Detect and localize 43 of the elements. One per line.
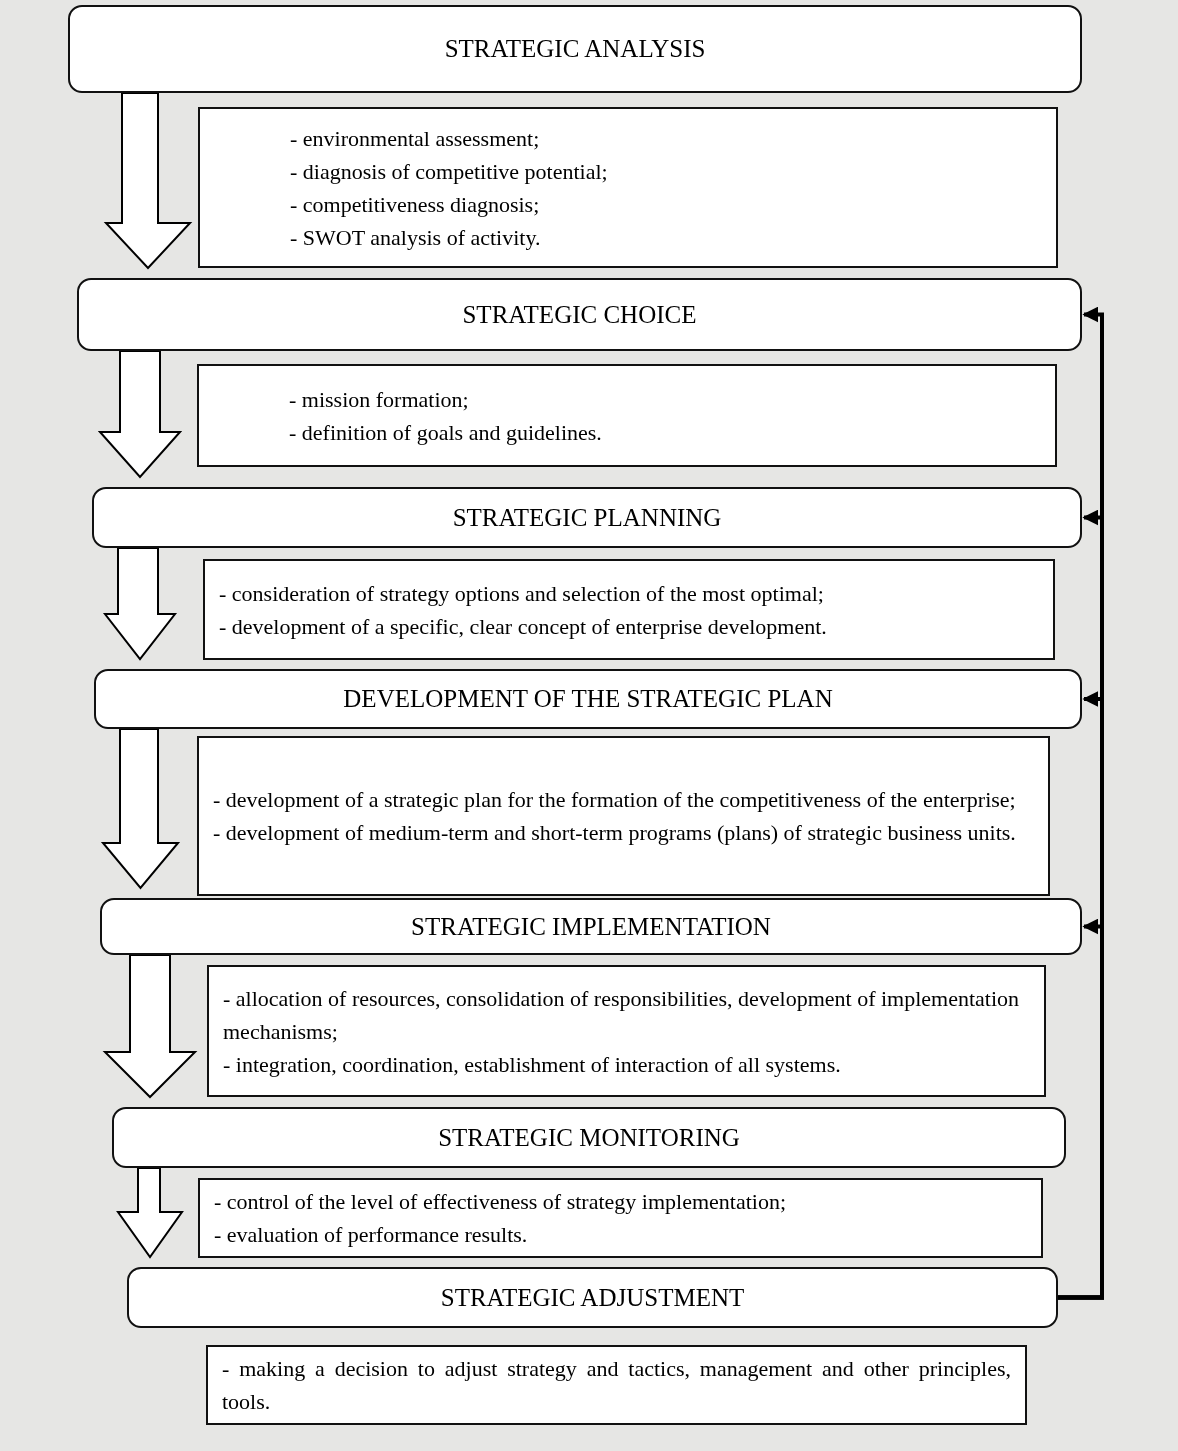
block-arrow bbox=[102, 954, 198, 1099]
list-item: - integration, coordination, establishment of interaction of all systems. bbox=[223, 1050, 842, 1079]
list-item: - consideration of strategy options and selection of the most optimal; bbox=[219, 579, 825, 608]
detail-box bbox=[206, 1345, 1027, 1425]
stage-box bbox=[68, 5, 1082, 93]
stage-title: STRATEGIC IMPLEMENTATION bbox=[411, 912, 771, 941]
stage-title: DEVELOPMENT OF THE STRATEGIC PLAN bbox=[343, 685, 833, 713]
block-arrow bbox=[116, 1167, 184, 1259]
stage-box bbox=[100, 898, 1082, 955]
block-arrow bbox=[97, 350, 183, 479]
stage-box bbox=[94, 669, 1082, 729]
list-item: - evaluation of performance results. bbox=[214, 1221, 529, 1249]
stage-box bbox=[112, 1107, 1066, 1168]
block-arrow bbox=[102, 547, 178, 661]
detail-box bbox=[198, 107, 1058, 268]
stage-box bbox=[127, 1267, 1058, 1328]
stage-box bbox=[92, 487, 1082, 548]
detail-box bbox=[207, 965, 1046, 1097]
list-item: - mission formation; bbox=[289, 385, 470, 414]
list-item: - development of a strategic plan for the formation of the competitiveness of the enterprise; bbox=[213, 786, 1017, 814]
feedback-arrow bbox=[1058, 918, 1104, 1300]
stage-box bbox=[77, 278, 1082, 351]
stage-title: STRATEGIC MONITORING bbox=[438, 1123, 740, 1152]
stage-title: STRATEGIC PLANNING bbox=[452, 503, 722, 532]
list-item: - allocation of resources, consolidation of responsibilities, development of implementation mechanisms; bbox=[223, 984, 1021, 1046]
detail-box bbox=[203, 559, 1055, 660]
list-item: - development of a specific, clear concept of enterprise development. bbox=[219, 612, 828, 641]
block-arrow bbox=[103, 92, 193, 270]
detail-box bbox=[198, 1178, 1043, 1258]
stage-title: STRATEGIC CHOICE bbox=[462, 300, 697, 329]
list-item: - control of the level of effectiveness of strategy implementation; bbox=[214, 1188, 787, 1216]
list-item: - diagnosis of competitive potential; bbox=[290, 157, 609, 186]
list-item: - making a decision to adjust strategy and tactics, management and other principles, tools. bbox=[222, 1355, 1011, 1416]
detail-box bbox=[197, 364, 1057, 467]
list-item: - competitiveness diagnosis; bbox=[290, 190, 541, 219]
detail-box bbox=[197, 736, 1050, 896]
list-item: - environmental assessment; bbox=[290, 124, 541, 153]
list-item: - definition of goals and guidelines. bbox=[289, 418, 603, 447]
stage-title: STRATEGIC ADJUSTMENT bbox=[440, 1283, 745, 1312]
list-item: - development of medium-term and short-term programs (plans) of strategic business units. bbox=[213, 819, 1017, 847]
stage-title: STRATEGIC ANALYSIS bbox=[444, 35, 706, 63]
list-item: - SWOT analysis of activity. bbox=[290, 223, 542, 252]
block-arrow bbox=[100, 728, 181, 890]
